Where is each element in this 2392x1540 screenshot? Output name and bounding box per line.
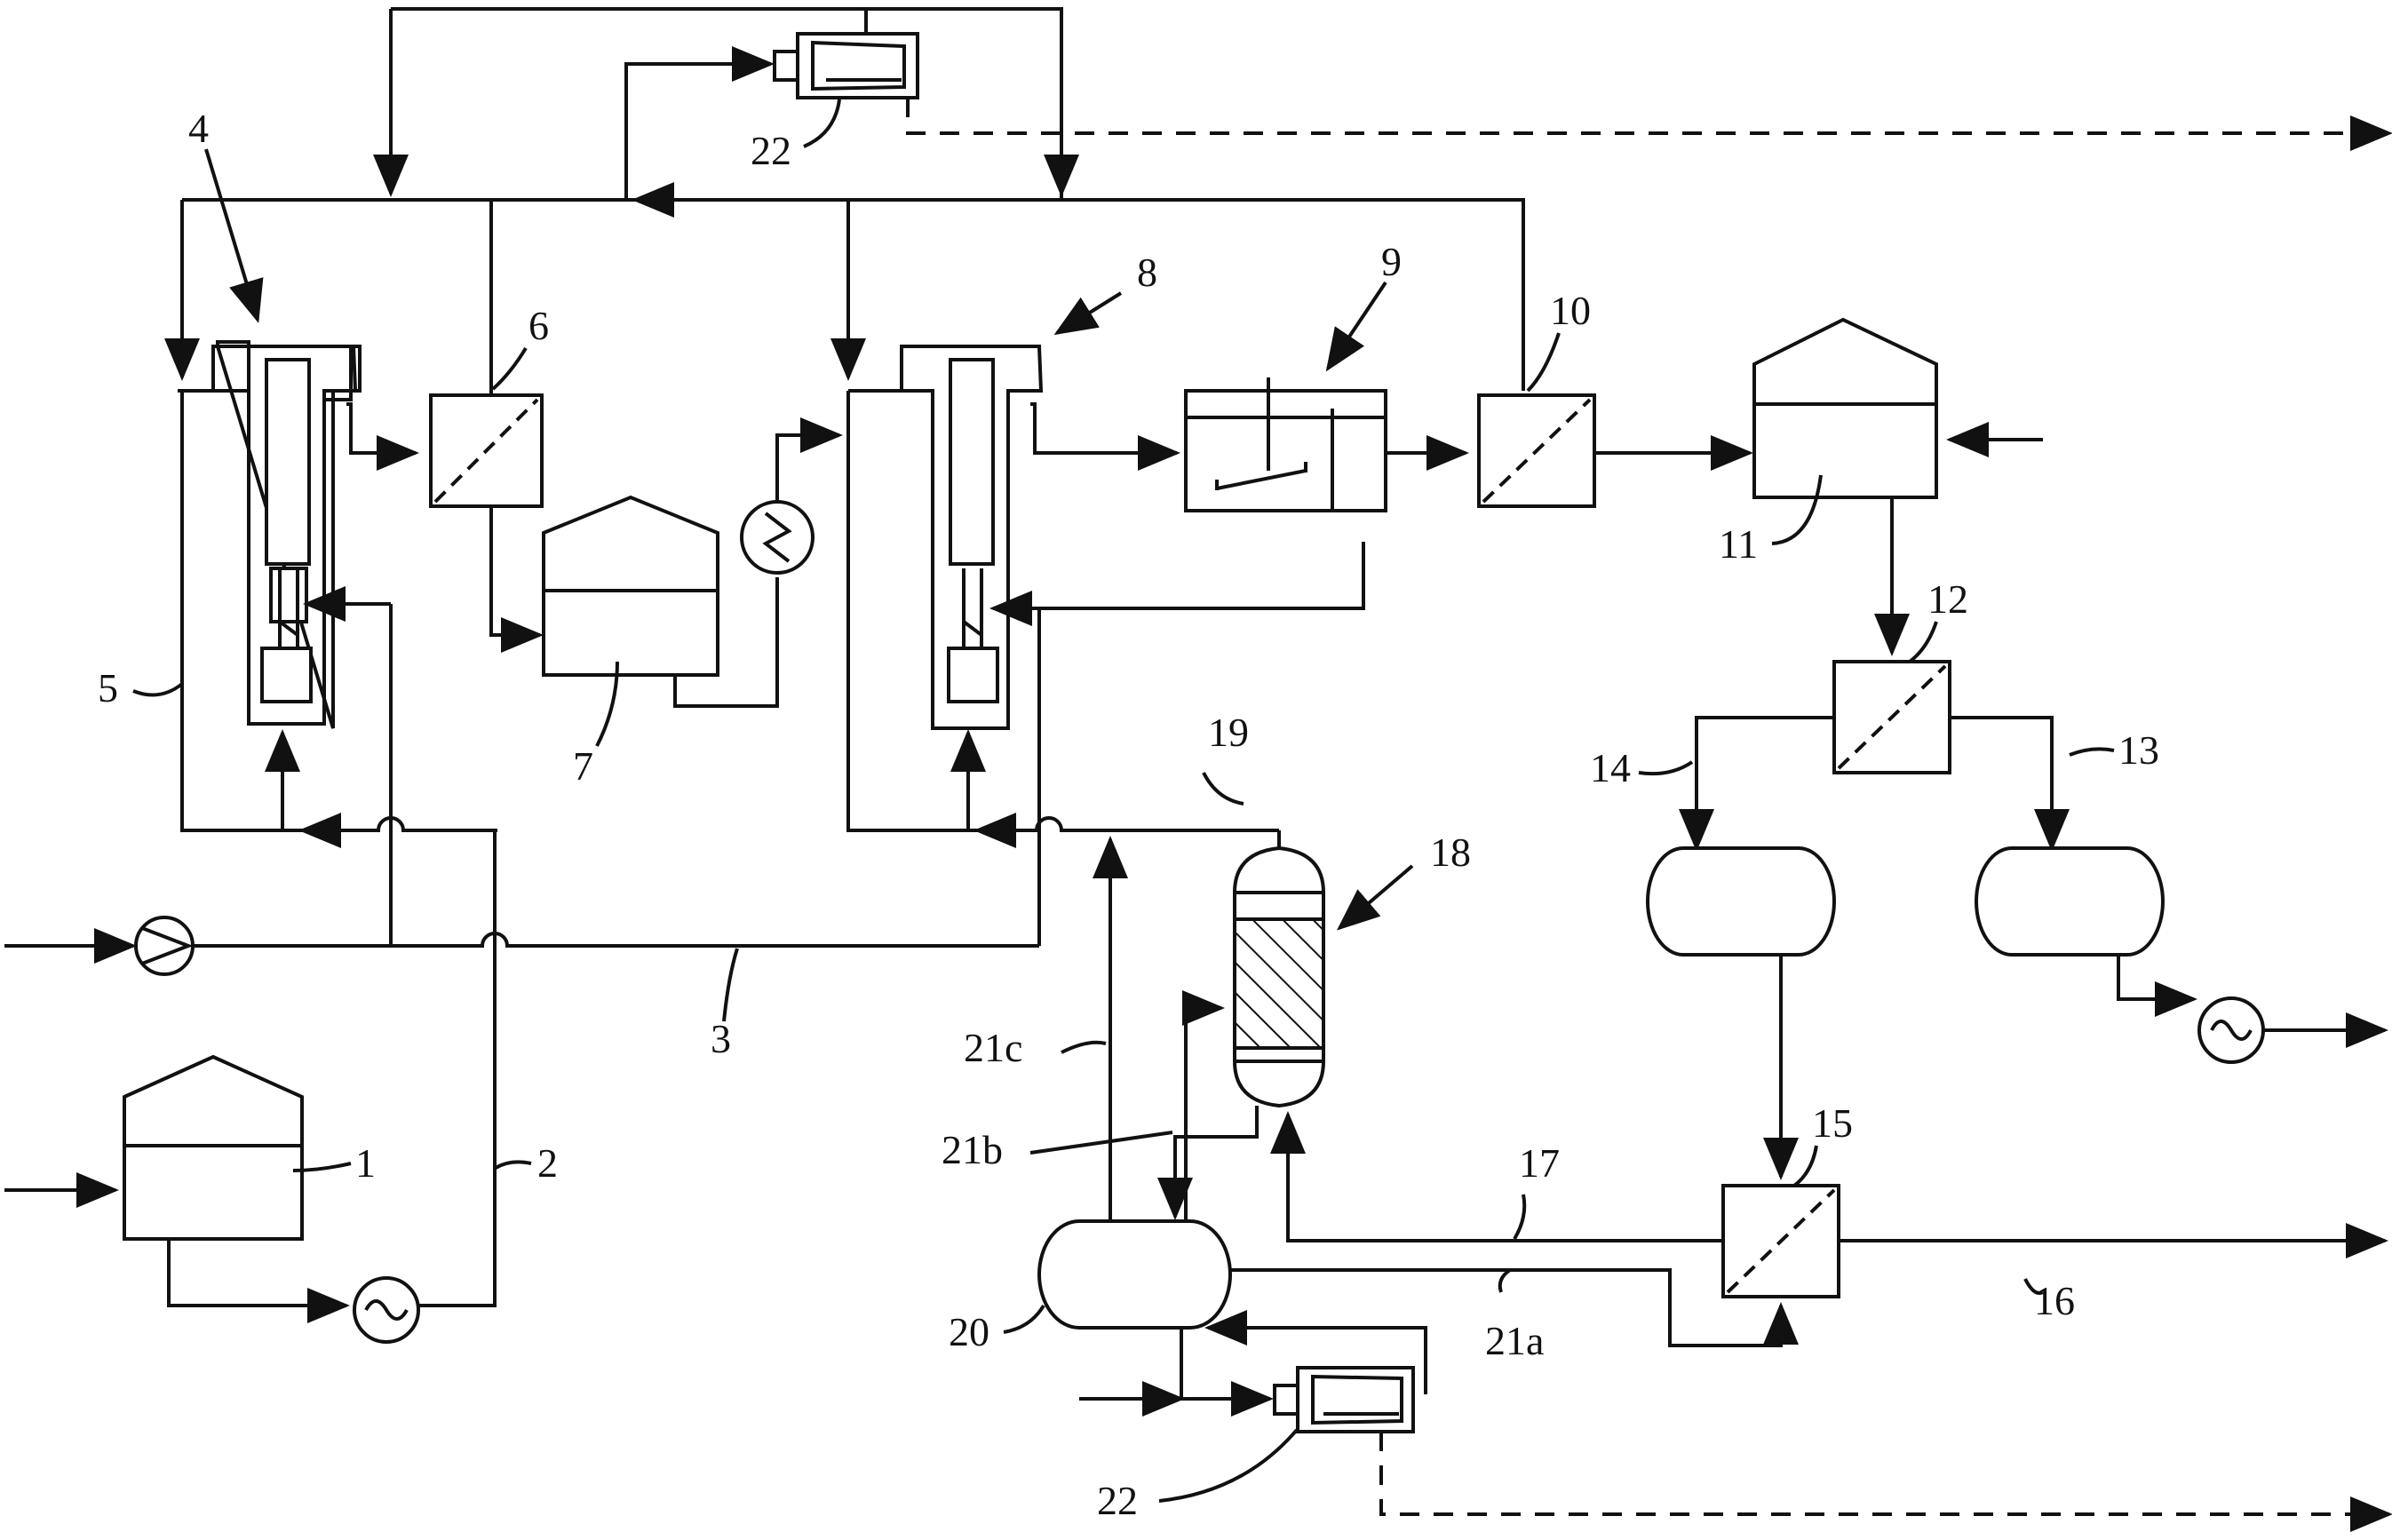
label-21b: 21b [942, 1127, 1003, 1172]
label-16: 16 [2034, 1278, 2075, 1323]
label-11: 11 [1719, 521, 1758, 567]
heater-top [740, 417, 843, 575]
label-12: 12 [1927, 576, 1968, 622]
mixer-9: 9 [1184, 239, 1469, 512]
label-21c: 21c [964, 1025, 1022, 1070]
label-17: 17 [1519, 1140, 1560, 1186]
label-8: 8 [1137, 250, 1157, 295]
vessel-14: 14 [1590, 745, 1836, 1180]
label-7: 7 [573, 743, 593, 789]
tank-11: 11 [1719, 317, 2043, 656]
label-4: 4 [188, 106, 209, 151]
filter-12: 12 [1679, 576, 2070, 852]
loop-8 [846, 391, 1279, 848]
reactor-8: 8 [830, 200, 1365, 830]
column-18: 18 19 [1115, 710, 1471, 1108]
label-14: 14 [1590, 745, 1631, 790]
label-10: 10 [1550, 288, 1591, 333]
label-22-bottom: 22 [1097, 1478, 1138, 1523]
filter-15: 15 [1230, 1100, 2388, 1347]
label-15: 15 [1812, 1100, 1853, 1146]
reactor-4: 4 [164, 106, 419, 830]
label-13: 13 [2118, 727, 2159, 773]
label-3: 3 [711, 1016, 731, 1061]
tank-1: 1 [4, 1054, 420, 1344]
tank-7: 7 [542, 495, 779, 789]
line-labels: 16 17 [1513, 1140, 2075, 1323]
label-5: 5 [98, 665, 118, 710]
label-22-top: 22 [751, 128, 791, 173]
label-2: 2 [537, 1140, 558, 1186]
vessel-13: 13 [1975, 727, 2388, 1064]
loop-5: 5 [98, 391, 497, 848]
label-6: 6 [528, 303, 549, 348]
feed-line-3: 3 [4, 604, 1041, 1061]
filter-10: 10 [1477, 288, 1753, 508]
compressor-22-bottom: 22 [1097, 1366, 2392, 1532]
top-manifold [182, 7, 1525, 391]
label-21a: 21a [1485, 1318, 1544, 1363]
label-20: 20 [949, 1309, 989, 1354]
label-1: 1 [355, 1140, 376, 1186]
label-18: 18 [1430, 830, 1471, 875]
line-2: 2 [417, 830, 558, 1307]
label-9: 9 [1381, 239, 1402, 284]
compressor-22-top: 22 [751, 32, 2392, 173]
filter-6: 6 [429, 200, 549, 653]
vessel-20: 20 21a 21b 21c [942, 836, 1544, 1417]
label-19: 19 [1208, 710, 1249, 755]
